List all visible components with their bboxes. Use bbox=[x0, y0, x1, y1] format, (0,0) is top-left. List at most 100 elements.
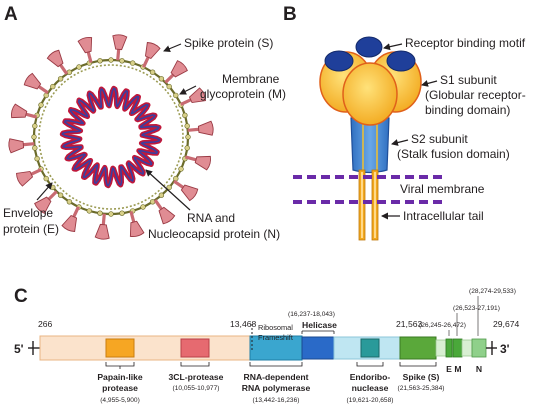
membrane-protein-dot bbox=[32, 123, 38, 129]
pos-13468: 13,468 bbox=[230, 319, 257, 329]
rna-pointer bbox=[145, 169, 191, 211]
panel-a: A Spike protein (S) Membrane glycoprotei… bbox=[3, 4, 286, 241]
rbm-cap-center bbox=[355, 36, 383, 58]
gene-endoribonuclease bbox=[360, 338, 380, 358]
label-rna-2: Nucleocapsid protein (N) bbox=[148, 227, 280, 241]
membrane-protein-dot bbox=[173, 92, 179, 99]
label-rbm: Receptor binding motif bbox=[405, 36, 526, 50]
panel-letter-c: C bbox=[14, 286, 28, 307]
membrane-protein-dot bbox=[182, 112, 188, 119]
membrane-protein-dot bbox=[119, 210, 125, 216]
membrane-protein-dot bbox=[178, 166, 184, 172]
membrane-protein-dot bbox=[31, 134, 37, 140]
spike-protein-model bbox=[293, 36, 445, 241]
endo-label-2: nuclease bbox=[352, 383, 389, 393]
tail-strand-1-core bbox=[361, 172, 363, 238]
pos-29674: 29,674 bbox=[493, 319, 520, 329]
plpro-label-1: Papain-like bbox=[97, 372, 143, 382]
s1-lobe-center bbox=[342, 62, 398, 126]
spike-proteins bbox=[8, 34, 214, 240]
spike-protein bbox=[180, 87, 206, 106]
label-s2-2: (Stalk fusion domain) bbox=[397, 147, 510, 161]
label-envelope-1: Envelope bbox=[3, 206, 53, 220]
membrane-protein-dot bbox=[140, 204, 146, 210]
rdrp-label-1: RNA-dependent bbox=[244, 372, 309, 382]
endo-label-1: Endoribo- bbox=[350, 372, 391, 382]
pos-21563: 21,563 bbox=[396, 319, 423, 329]
membrane-protein-dot bbox=[97, 58, 103, 64]
label-tail: Intracellular tail bbox=[403, 209, 484, 223]
spike-protein bbox=[34, 190, 58, 214]
spike-protein bbox=[142, 42, 161, 68]
membrane-protein-dot bbox=[57, 76, 64, 82]
membrane-protein-dot bbox=[32, 145, 38, 151]
membrane-protein-dot bbox=[158, 76, 165, 82]
spike-protein bbox=[61, 206, 80, 232]
gene-n-label: N bbox=[476, 364, 482, 374]
membrane-protein-dot bbox=[185, 134, 191, 140]
spike-protein bbox=[173, 179, 199, 202]
membrane-protein-dot bbox=[50, 83, 56, 90]
plpro-label-2: protease bbox=[102, 383, 138, 393]
label-viral-membrane: Viral membrane bbox=[400, 182, 485, 196]
membrane-protein-dot bbox=[108, 57, 114, 63]
spike-pointer bbox=[163, 43, 182, 52]
spike-protein bbox=[112, 34, 128, 61]
range-28274: (28,274-29,533) bbox=[469, 288, 516, 295]
rbm-pointer bbox=[383, 43, 403, 51]
gene-m-label: M bbox=[454, 364, 461, 374]
membrane-protein-dot bbox=[158, 192, 165, 198]
membrane-protein-dots bbox=[31, 57, 191, 217]
spike-protein bbox=[16, 168, 42, 187]
membrane-protein-dot bbox=[43, 175, 49, 182]
range-26523: (26,523-27,191) bbox=[453, 305, 500, 312]
lipid-envelope-inner bbox=[38, 64, 184, 210]
membrane-protein-dot bbox=[184, 123, 190, 129]
lipid-envelope-ring bbox=[32, 58, 190, 216]
label-3-prime-right: 3' bbox=[500, 342, 510, 356]
label-membrane-2: glycoprotein (M) bbox=[200, 87, 286, 101]
label-membrane-1: Membrane bbox=[222, 72, 280, 86]
frameshift-label-1: Ribosomal bbox=[258, 323, 293, 332]
gene-spike bbox=[399, 336, 437, 360]
rna-nucleocapsid-core bbox=[61, 87, 161, 187]
gene-papain-like-protease bbox=[105, 338, 135, 358]
label-s1-3: binding domain) bbox=[425, 103, 510, 117]
membrane-protein-dot bbox=[76, 64, 82, 70]
endo-bracket bbox=[356, 362, 384, 367]
spike-protein bbox=[187, 120, 214, 136]
gene-m bbox=[452, 338, 463, 358]
membrane-protein-dot bbox=[149, 199, 156, 205]
label-5-prime: 5' bbox=[14, 342, 24, 356]
tail-strand-2-core bbox=[374, 172, 376, 238]
spike-protein bbox=[46, 49, 69, 75]
endo-range: (19,621-20,658) bbox=[347, 397, 394, 404]
s1-pointer bbox=[421, 80, 438, 87]
plpro-range: (4,955-5,900) bbox=[100, 397, 140, 404]
panel-b: B Receptor binding motif bbox=[283, 4, 526, 241]
membrane-protein-dot bbox=[119, 58, 125, 64]
spike-protein bbox=[10, 103, 38, 119]
membrane-protein-dot bbox=[66, 69, 73, 75]
membrane-protein-dot bbox=[66, 199, 73, 205]
label-s1-1: S1 subunit bbox=[440, 73, 497, 87]
label-envelope-2: protein (E) bbox=[3, 222, 59, 236]
helicase-range: (16,237-18,043) bbox=[288, 311, 335, 318]
rbm-cap-left bbox=[324, 50, 354, 72]
plpro-bracket bbox=[105, 362, 135, 367]
clpro-range: (10,055-10,977) bbox=[173, 385, 220, 392]
membrane-protein-dot bbox=[149, 69, 156, 75]
gene-e-label: E bbox=[446, 364, 452, 374]
accessory-gap-2 bbox=[461, 339, 473, 357]
spike-protein bbox=[77, 36, 93, 64]
label-spike-protein: Spike protein (S) bbox=[184, 36, 273, 50]
gene-n bbox=[471, 338, 487, 358]
panel-letter-b: B bbox=[283, 4, 297, 25]
orf1a-region bbox=[39, 335, 251, 361]
spike-protein bbox=[23, 72, 49, 95]
membrane-protein-dot bbox=[50, 184, 56, 191]
membrane-protein-dot bbox=[86, 208, 93, 214]
membrane-protein-dot bbox=[108, 211, 114, 217]
panel-c: C 5' 3' 3' 266 13,468 Ribosomal Fram bbox=[14, 286, 520, 404]
